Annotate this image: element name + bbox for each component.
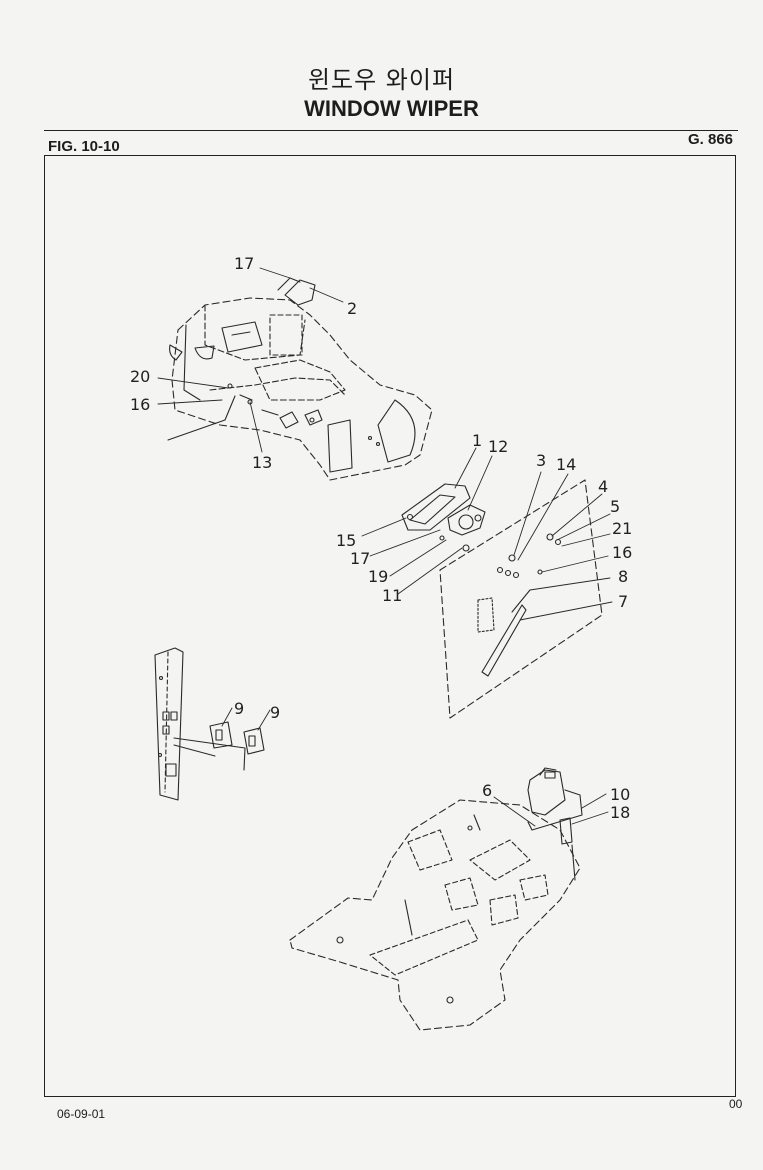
callout-15: 15 <box>336 531 356 550</box>
drawing-frame <box>44 155 736 1097</box>
callout-17-top: 17 <box>234 254 254 273</box>
leader-lines-switch <box>221 707 271 731</box>
callout-20: 20 <box>130 367 150 386</box>
callout-17-window: 17 <box>350 549 370 568</box>
callout-19: 19 <box>368 567 388 586</box>
pillar-switch-assembly <box>154 647 265 801</box>
header-rule <box>44 130 738 131</box>
leader-lines-tank <box>493 793 609 827</box>
callout-numbers: 17 2 20 16 13 1 12 3 14 4 5 21 16 8 7 15… <box>130 254 632 822</box>
callout-9-left: 9 <box>234 699 244 718</box>
callout-11: 11 <box>382 586 402 605</box>
callout-9-right: 9 <box>270 703 280 722</box>
callout-3: 3 <box>536 451 546 470</box>
callout-16-window: 16 <box>612 543 632 562</box>
front-window-assembly <box>401 479 603 719</box>
cab-roof-assembly <box>167 277 433 481</box>
figure-number: FIG. 10-10 <box>48 138 120 155</box>
leader-lines-window <box>361 447 613 621</box>
callout-4: 4 <box>598 477 608 496</box>
floor-tank-assembly <box>289 767 583 1031</box>
callout-13: 13 <box>252 453 272 472</box>
page-number: 00 <box>729 1097 743 1111</box>
callout-12: 12 <box>488 437 508 456</box>
title-korean: 윈도우 와이퍼 <box>307 66 456 94</box>
callout-5: 5 <box>610 497 620 516</box>
callout-2: 2 <box>347 299 357 318</box>
callout-14: 14 <box>556 455 576 474</box>
title-english: WINDOW WIPER <box>304 96 479 121</box>
callout-10: 10 <box>610 785 630 804</box>
callout-18: 18 <box>610 803 630 822</box>
callout-21: 21 <box>612 519 632 538</box>
revision-date: 06-09-01 <box>57 1107 106 1121</box>
callout-7: 7 <box>618 592 628 611</box>
callout-1: 1 <box>472 431 482 450</box>
leader-lines-top <box>157 267 344 453</box>
callout-6: 6 <box>482 781 492 800</box>
group-code: G. 866 <box>687 131 733 148</box>
callout-8: 8 <box>618 567 628 586</box>
callout-16-top: 16 <box>130 395 150 414</box>
